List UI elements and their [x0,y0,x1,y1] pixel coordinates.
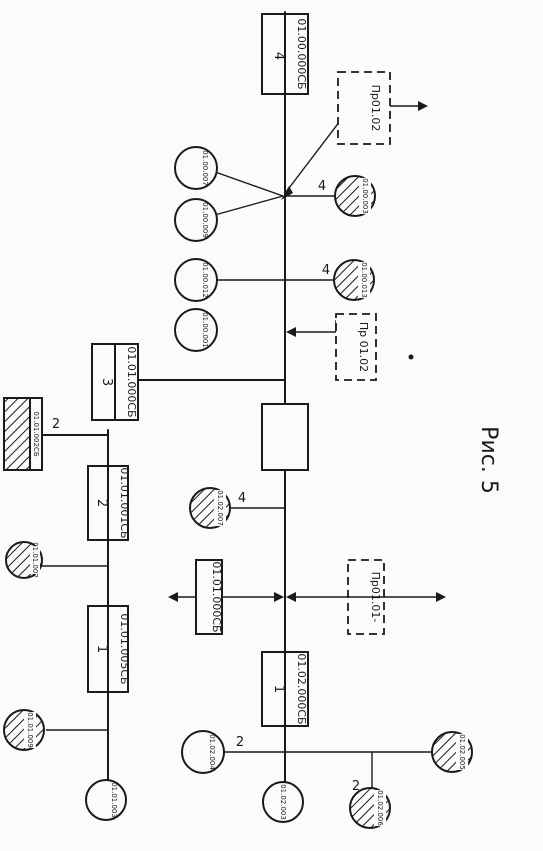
lower-circle-b: 01.02.005 [431,731,473,773]
part-01-02-007-code: 01.02.007 [216,490,224,526]
upper-output-head [418,101,428,111]
box-3-number: 3 [99,378,114,386]
side-circle-small-code: 01.01.002 [31,542,39,578]
lower-branch-count: 2 [236,735,244,750]
part-01-00-007-code: 01.00.007 [201,150,209,186]
stray-dot [408,354,414,360]
top-box-code: 01.00.000СБ [295,18,308,89]
side-box-1-number: 1 [94,645,109,653]
part-01-02-007: 01.02.007 4 [189,487,246,529]
hatched-rect: 01.01.002СБ 2 [3,397,60,471]
part-01-00-012: 01.00.012 [174,258,218,302]
hatched-rect-count: 2 [52,417,60,432]
lower-circle-c: 01.02.006 2 [349,779,391,829]
figure-caption: Рис. 5 [476,426,501,494]
main-end-circle-code: 01.02.003 [279,784,287,820]
external-box-middle-label: Пр 01.02 [357,322,370,372]
part-01-00-001-code: 01.00.001 [201,312,209,348]
part-01-00-007: 01.00.007 [174,146,218,190]
side-circle-end-code: 01.01.003 [110,782,118,818]
part-01-00-013-code: 01.00.013 [360,262,368,298]
part-01-00-013-count: 4 [322,263,330,278]
box-1-main: 1 01.02.000СБ [261,651,309,727]
side-box-1-code: 01.01.005СБ [118,613,131,684]
side-box-2: 2 01.01.001СБ [87,465,131,541]
part-01-00-013: 01.00.013 4 [322,259,375,301]
lower-circle-c-count: 2 [352,779,360,794]
part-01-00-009-code: 01.00.009 [201,202,209,238]
external-box-middle: Пр 01.02 [335,313,377,381]
box-1-main-number: 1 [271,685,286,693]
solid-box-arrow-head [274,592,284,602]
unlabeled-box [261,403,309,471]
lower-box-arrow-head [286,592,296,602]
side-box-1: 1 01.01.005СБ [87,605,131,693]
part-01-00-009: 01.00.009 [174,198,218,242]
part-01-00-012-code: 01.00.012 [201,262,209,298]
box-3: 3 01.01.000СБ [91,343,139,421]
upper-arrow-head [281,186,293,200]
side-circle-top-code: 01.01.009 [26,712,34,748]
part-01-00-003-code: 01.00.003 [361,178,369,214]
part-01-00-001: 01.00.001 [174,308,218,352]
side-box-2-number: 2 [94,499,109,507]
lower-circle-a-code: 01.02.004 [208,734,216,770]
lower-output-head [436,592,446,602]
external-box-lower-label: Пр01.01- [369,572,382,623]
external-box-solid-label: 01.01.000СБ [210,561,223,632]
lower-circle-c-code: 01.02.006 [376,790,384,826]
side-circle-small: 01.01.002 [5,541,43,579]
part-01-00-003-count: 4 [318,179,326,194]
external-box-upper-label: Пр01.02 [369,85,382,132]
external-box-solid: 01.01.000СБ [195,559,223,635]
part-01-00-003: 01.00.003 4 [318,175,376,217]
middle-arrow-head [286,327,296,337]
lower-circle-b-code: 01.02.005 [458,734,466,770]
box-3-code: 01.01.000СБ [125,346,138,417]
main-end-circle: 01.02.003 [262,781,304,823]
side-circle-end: 01.01.003 [85,779,127,821]
side-circle-top: 01.01.009 [3,709,45,751]
external-box-upper: Пр01.02 [337,71,391,145]
box-1-main-code: 01.02.000СБ [295,653,308,724]
top-box-number: 4 [271,52,286,60]
part-01-02-007-count: 4 [238,491,246,506]
side-box-2-code: 01.01.001СБ [118,467,131,538]
top-box: 4 01.00.000СБ [261,13,309,95]
left-output-head [168,592,178,602]
hatched-rect-code: 01.01.002СБ [32,411,40,457]
external-box-lower: Пр01.01- [347,559,385,635]
lower-circle-a: 01.02.004 [181,730,225,774]
middle-arrow-line [290,320,337,333]
